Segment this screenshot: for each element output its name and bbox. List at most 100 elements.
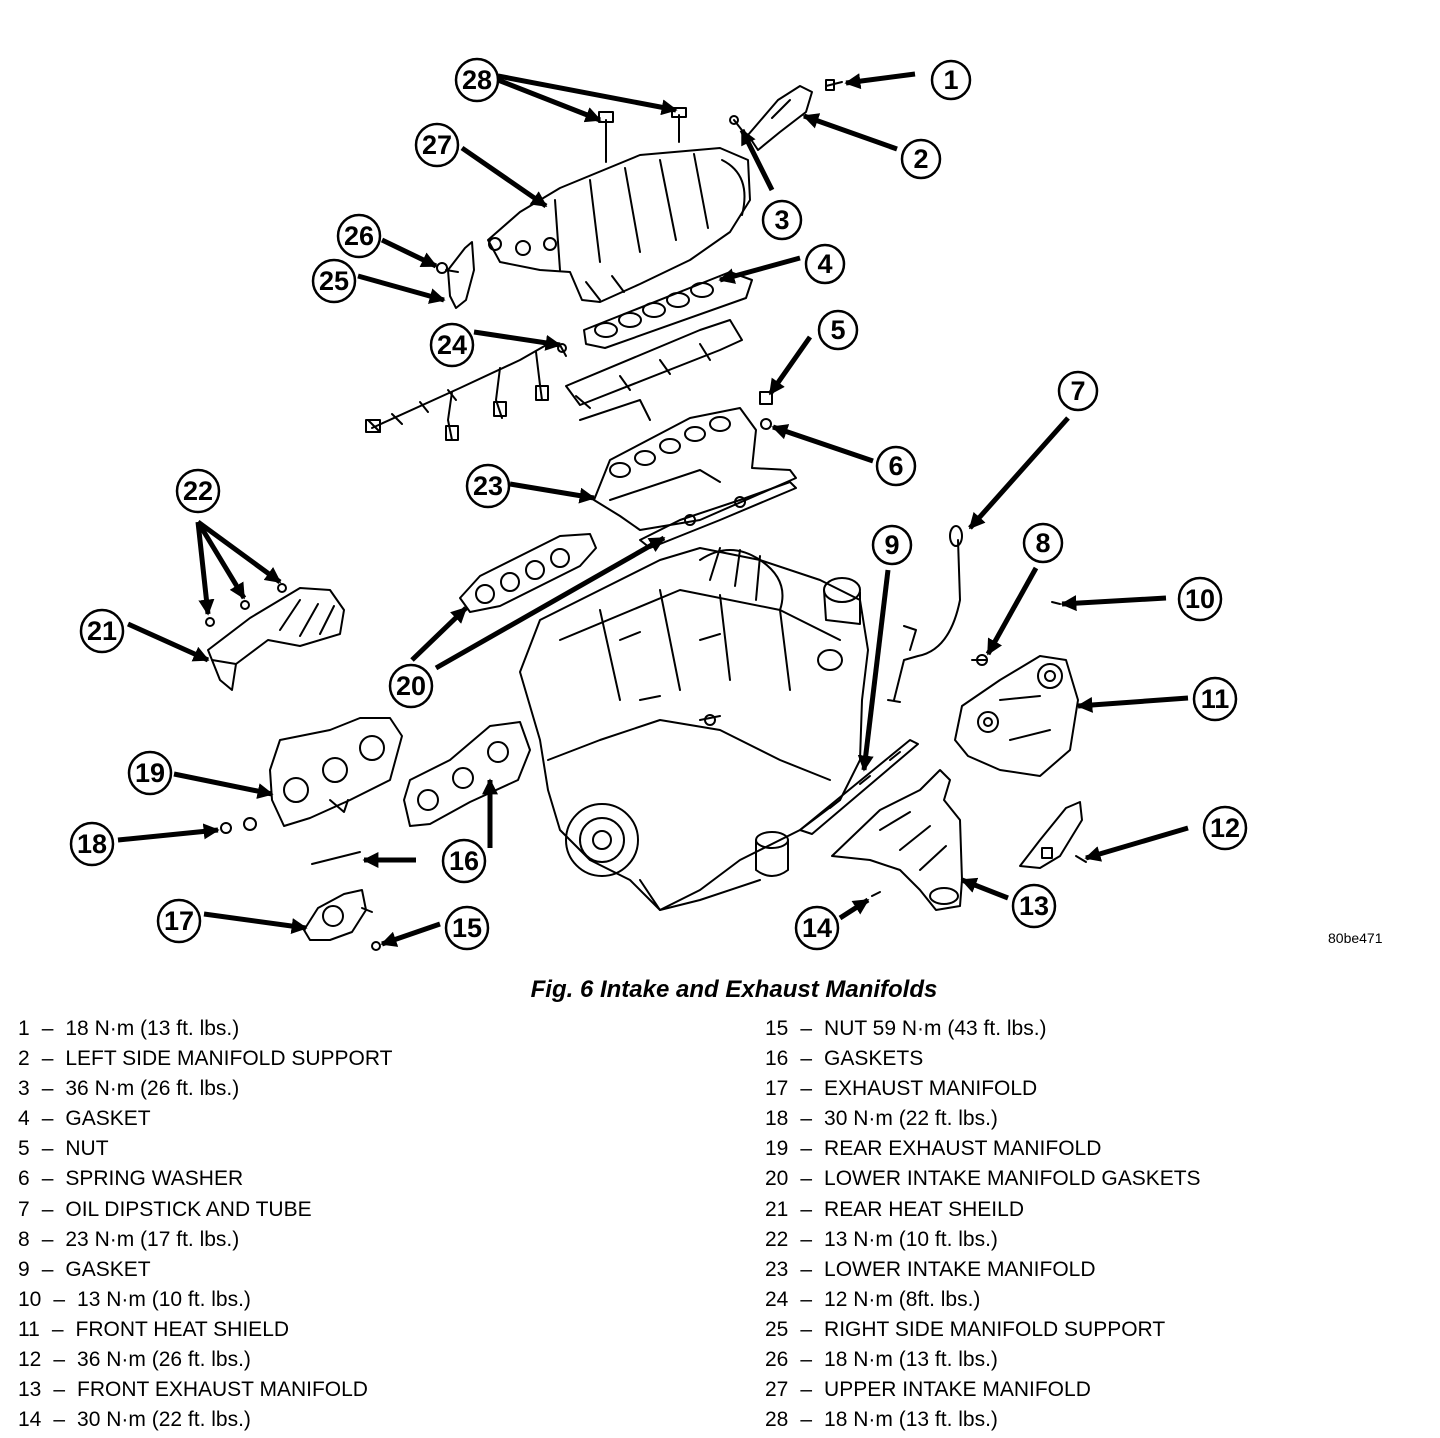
legend-dash: – [41,1107,54,1131]
legend-num: 6 [18,1167,30,1191]
legend-dash: – [53,1287,66,1311]
leader-28b [497,73,678,116]
callout-15: 15 [452,913,482,943]
exhaust-gaskets [403,721,531,827]
callout-7: 7 [1070,376,1085,406]
legend-text: LEFT SIDE MANIFOLD SUPPORT [65,1047,393,1071]
front-exhaust-manifold [831,769,963,911]
callout-21: 21 [87,616,117,646]
legend-dash: – [800,1378,813,1402]
lower-intake-gasket-left [459,533,597,613]
callout-19: 19 [135,758,165,788]
callout-14: 14 [802,913,832,943]
legend-text: 23 N·m (17 ft. lbs.) [65,1227,240,1251]
legend-row-4: 4–GASKET [18,1104,393,1134]
legend-dash: – [800,1137,813,1161]
callout-24-circle [429,322,475,368]
bolt-28-right [671,107,687,143]
legend-num: 23 [765,1257,789,1281]
legend-dash: – [800,1257,813,1281]
left-side-manifold-support [747,85,813,151]
leader-22b [195,520,247,600]
legend-dash: – [41,1227,54,1251]
legend-num: 17 [765,1077,789,1101]
leader-5 [767,335,813,396]
legend-text: 30 N·m (22 ft. lbs.) [824,1107,998,1131]
legend-row-23: 23–LOWER INTAKE MANIFOLD [765,1255,1201,1285]
legend-dash: – [800,1017,813,1040]
legend-dash: – [800,1348,813,1372]
legend-dash: – [41,1167,54,1191]
callout-6: 6 [888,451,903,481]
legend-row-17: 17–EXHAUST MANIFOLD [765,1074,1201,1104]
legend-dash: – [800,1287,813,1311]
callout-3-circle [761,199,803,241]
legend-text: 36 N·m (26 ft. lbs.) [77,1348,251,1372]
callout-20: 20 [396,671,426,701]
leader-20b [434,535,666,671]
callout-16-circle [441,838,487,884]
legend-text: 30 N·m (22 ft. lbs.) [77,1408,251,1432]
callout-15-circle [444,905,490,951]
leader-15 [380,921,441,947]
legend-row-7: 7–OIL DIPSTICK AND TUBE [18,1195,393,1225]
legend-dash: – [41,1077,54,1101]
callout-20-circle [388,663,434,709]
legend-dash: – [800,1167,813,1191]
callout-circles [69,57,1248,951]
rear-exhaust-manifold [269,717,403,827]
callout-5-circle [817,309,859,351]
callout-4: 4 [817,249,832,279]
legend-row-9: 9–GASKET [18,1255,393,1285]
callout-13: 13 [1019,891,1049,921]
callout-18-circle [69,821,115,867]
leader-1 [844,71,916,90]
legend-num: 25 [765,1317,789,1341]
legend-row-27: 27–UPPER INTAKE MANIFOLD [765,1375,1201,1405]
callout-4-circle [804,243,846,285]
callout-11: 11 [1201,684,1230,714]
legend-num: 19 [765,1137,789,1161]
leader-23 [509,481,596,504]
leader-7 [968,416,1070,530]
callout-9-circle [871,524,913,566]
callout-25: 25 [319,266,349,296]
legend-text: GASKETS [824,1047,924,1071]
legend-num: 26 [765,1348,789,1372]
legend-dash: – [800,1408,813,1432]
legend-text: 18 N·m (13 ft. lbs.) [65,1017,240,1040]
exhaust-manifold-17 [303,889,373,941]
legend-row-6: 6–SPRING WASHER [18,1164,393,1194]
legend-text: 18 N·m (13 ft. lbs.) [824,1348,998,1372]
right-side-manifold-support [447,241,475,309]
legend-num: 5 [18,1137,30,1161]
bracket-12 [1019,801,1083,869]
callout-23: 23 [473,471,503,501]
legend-num: 18 [765,1107,789,1131]
legend-text: SPRING WASHER [65,1167,244,1191]
legend-dash: – [800,1047,813,1071]
legend-row-10: 10–13 N·m (10 ft. lbs.) [18,1285,393,1315]
leader-13 [960,877,1009,901]
gasket-strip-16 [311,851,361,865]
legend-dash: – [800,1227,813,1251]
leader-21 [126,621,210,663]
leader-8 [985,566,1039,656]
callout-28-circle [454,57,500,103]
callout-21-circle [79,608,125,654]
leader-4 [718,255,801,284]
legend-dash: – [53,1378,66,1402]
callout-1-circle [930,59,972,101]
legend-row-16: 16–GASKETS [765,1044,1201,1074]
callout-6-circle [875,445,917,487]
legend-num: 24 [765,1287,789,1311]
callout-1: 1 [943,65,958,95]
legend-text: RIGHT SIDE MANIFOLD SUPPORT [824,1317,1166,1341]
legend-row-26: 26–18 N·m (13 ft. lbs.) [765,1345,1201,1375]
callout-8: 8 [1035,528,1050,558]
legend-row-12: 12–36 N·m (26 ft. lbs.) [18,1345,393,1375]
legend-row-15: 15–NUT 59 N·m (43 ft. lbs.) [765,1014,1201,1044]
callout-14-circle [794,905,840,951]
legend-num: 10 [18,1287,42,1311]
bolt-12 [1075,855,1087,863]
